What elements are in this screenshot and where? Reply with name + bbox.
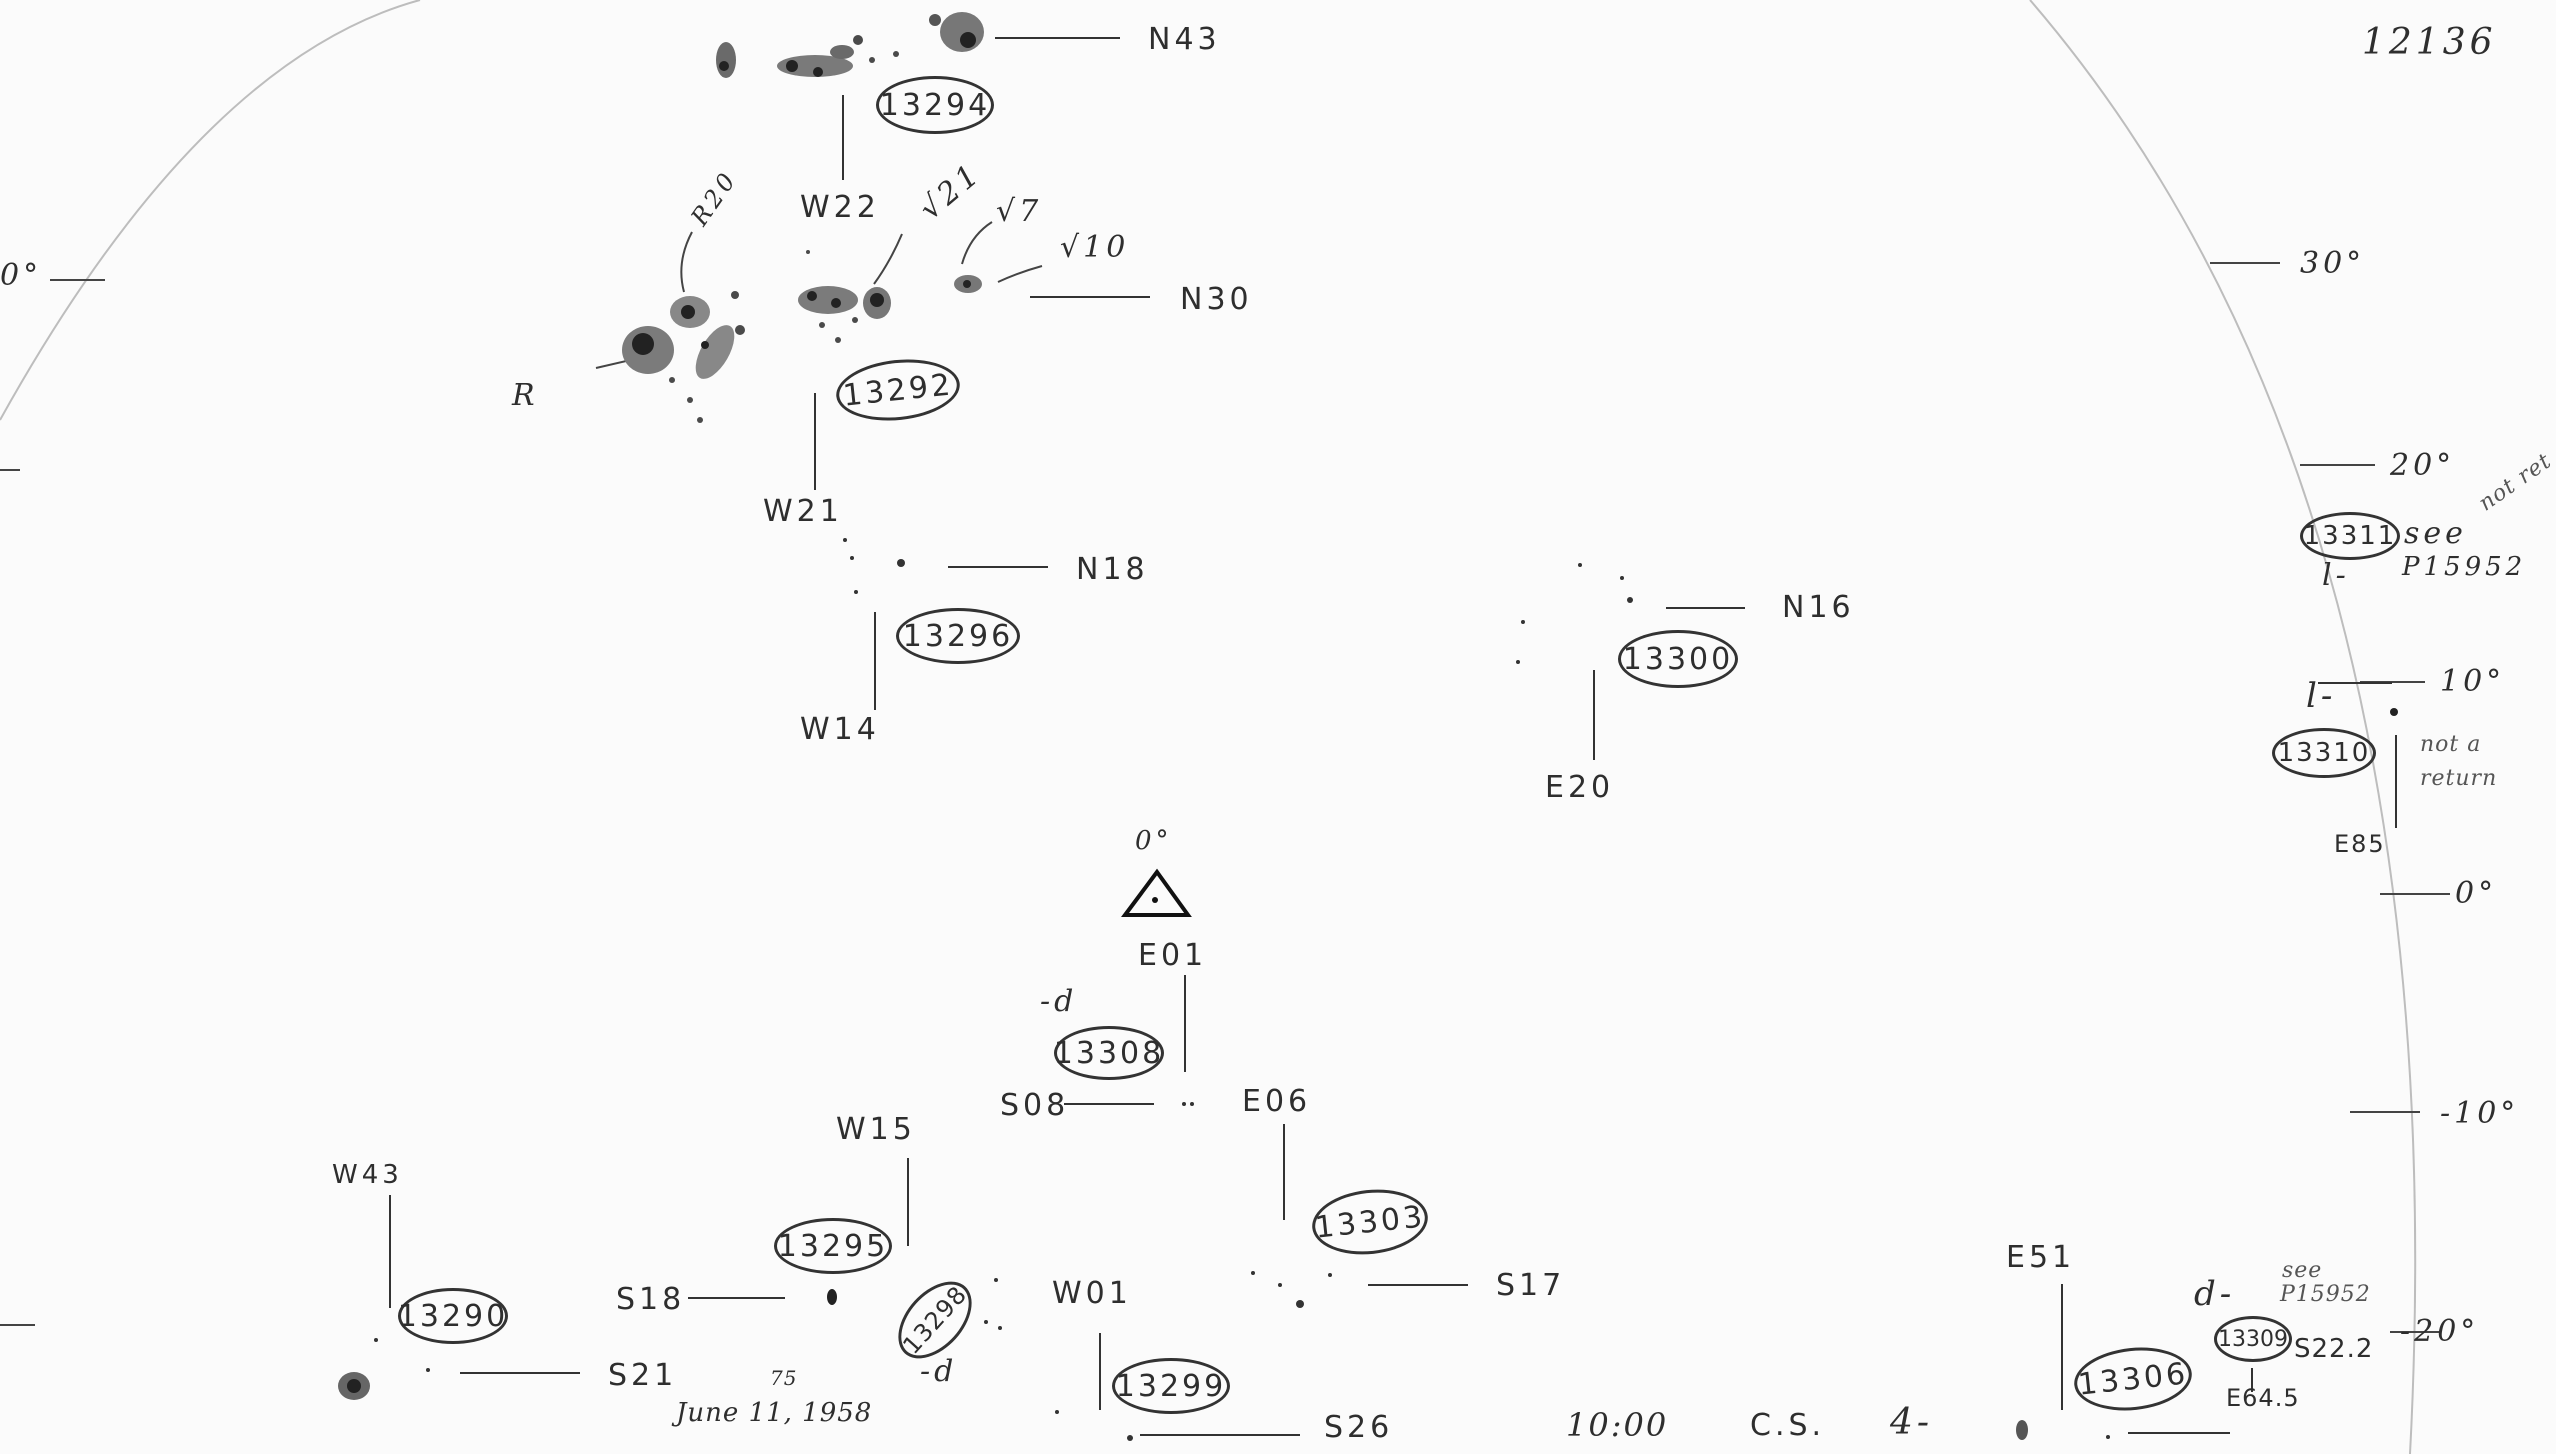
region-13298-mark: -d: [920, 1354, 958, 1389]
region-13294[interactable]: 13294: [876, 76, 994, 134]
region-13300-lon: E20: [1545, 770, 1615, 805]
spot-label-v10: √10: [1060, 230, 1130, 265]
region-13308[interactable]: 13308: [1054, 1026, 1164, 1080]
region-13295-lon: W15: [836, 1112, 916, 1147]
region-13290[interactable]: 13290: [398, 1288, 508, 1344]
region-13300-lat: N16: [1782, 590, 1855, 625]
region-13311-mark: l-: [2322, 558, 2350, 593]
region-13311-note: see: [2404, 516, 2467, 551]
region-13299[interactable]: 13299: [1112, 1358, 1230, 1414]
spot-group-13295: [827, 1289, 837, 1305]
spot-label-v7: √7: [996, 194, 1043, 229]
region-13292-lon: W21: [763, 494, 843, 529]
spot-label-r: R: [512, 378, 539, 413]
spot-group-13306: [2016, 1420, 2110, 1440]
region-13309-mark: d-: [2194, 1274, 2236, 1314]
observation-date-sup: 75: [770, 1366, 798, 1390]
region-13290-lat: S21: [608, 1358, 678, 1393]
region-13299-lat: S26: [1324, 1410, 1394, 1445]
spot-group-13294: [716, 12, 984, 78]
solar-limb-right: [2029, 0, 2417, 1454]
region-13309-note: see: [2282, 1258, 2323, 1283]
region-13303-lat: S17: [1496, 1268, 1566, 1303]
solar-limb: [0, 0, 421, 421]
region-13311[interactable]: 13311: [2300, 512, 2400, 560]
region-13309-lon: E64.5: [2226, 1384, 2300, 1412]
limb-label-20: 20°: [2390, 448, 2456, 483]
region-13296-lat: N18: [1076, 552, 1149, 587]
region-13300[interactable]: 13300: [1618, 630, 1738, 688]
region-13295-lat: S18: [616, 1282, 686, 1317]
region-13306-lon: E51: [2006, 1240, 2076, 1275]
region-13303-lon: E06: [1242, 1084, 1312, 1119]
region-13295[interactable]: 13295: [774, 1218, 892, 1274]
region-13310-mark: l-: [2306, 676, 2337, 716]
region-13309[interactable]: 13309: [2214, 1316, 2292, 1362]
limb-label-0: 0°: [2455, 876, 2498, 911]
limb-label-minus20: -20°: [2400, 1314, 2480, 1349]
limb-label-30: 30°: [2300, 246, 2366, 281]
region-13294-lon: W22: [800, 190, 880, 225]
region-13292-lat: N30: [1180, 282, 1253, 317]
plate-number: 12136: [2362, 22, 2497, 63]
limb-label-minus10: -10°: [2440, 1096, 2520, 1131]
region-13290-lon: W43: [332, 1160, 403, 1190]
region-13296[interactable]: 13296: [896, 608, 1020, 664]
spot-group-13298: [984, 1278, 1002, 1330]
spot-group-13310: [2390, 708, 2398, 716]
observation-date: June 11, 1958: [676, 1398, 873, 1428]
region-13294-lat: N43: [1148, 22, 1221, 57]
seeing-quality: 4-: [1890, 1402, 1934, 1443]
region-13311-ref: P15952: [2402, 552, 2527, 582]
limb-label-10: 10°: [2440, 664, 2506, 699]
spot-group-13299: [1055, 1410, 1133, 1441]
spot-group-13303: [1251, 1271, 1332, 1308]
region-13310-lon: E85: [2334, 830, 2386, 858]
region-13309-lat: S22.2: [2294, 1334, 2374, 1364]
spot-group-13290: [338, 1338, 430, 1400]
region-13310[interactable]: 13310: [2272, 728, 2376, 778]
spot-group-13300: [1516, 563, 1633, 664]
observer-initials: C.S.: [1750, 1408, 1826, 1443]
observation-time: 10:00: [1566, 1406, 1669, 1444]
region-13299-lon: W01: [1052, 1276, 1132, 1311]
spot-group-13292: [622, 250, 982, 423]
region-13308-lat: S08: [1000, 1088, 1070, 1123]
spot-group-13308: [1182, 1102, 1194, 1106]
region-13309-ref: P15952: [2280, 1282, 2371, 1307]
limb-label-left-top: 0°: [0, 258, 43, 293]
region-13310-note: not a return: [2420, 732, 2498, 791]
pole-marker: 0°: [1135, 826, 1173, 856]
center-triangle: [1121, 868, 1192, 917]
spot-group-13296: [843, 538, 905, 594]
region-13308-mark: -d: [1040, 984, 1078, 1019]
center-coord: E01: [1138, 938, 1208, 973]
region-13296-lon: W14: [800, 712, 880, 747]
